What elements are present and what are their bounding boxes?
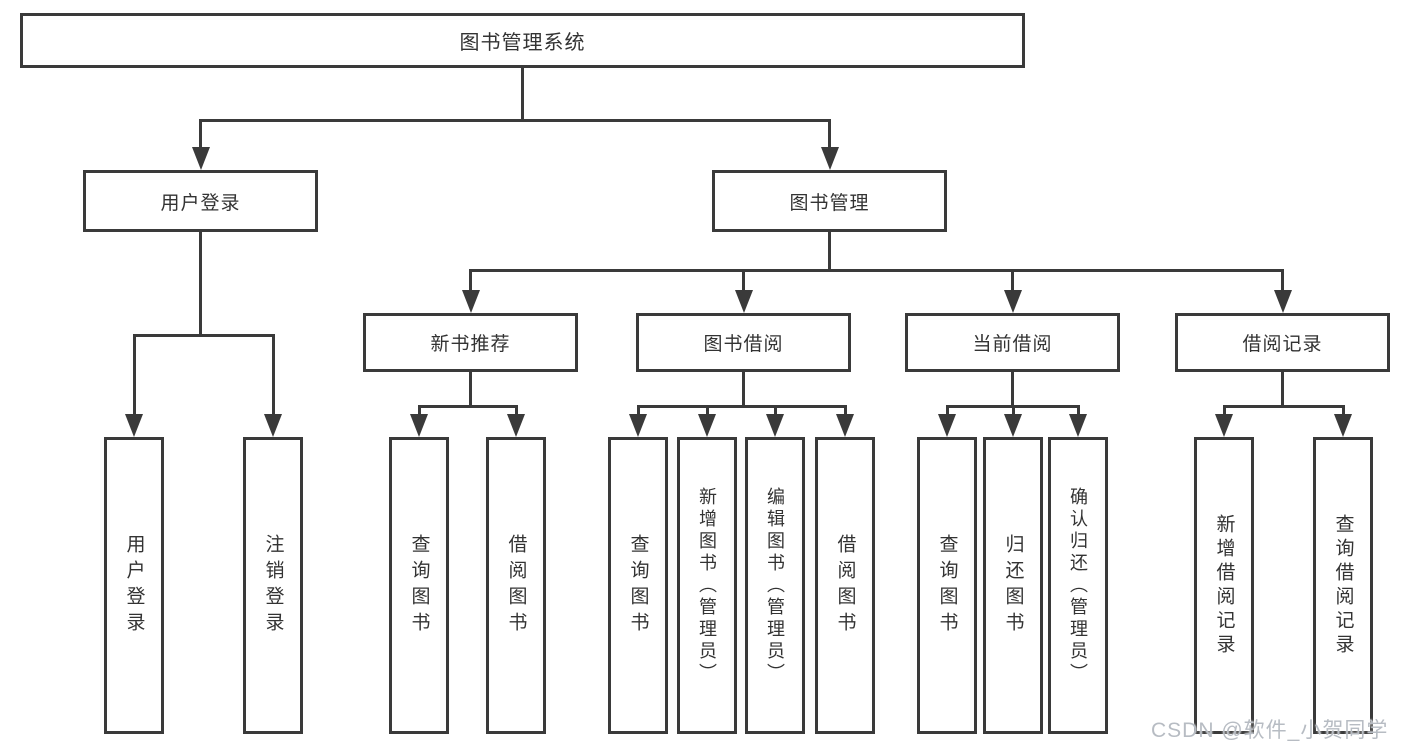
arrow-down-icon bbox=[410, 414, 428, 437]
node-confirm-return-admin: 确认归还（管理员） bbox=[1048, 437, 1108, 734]
node-book-management: 图书管理 bbox=[712, 170, 947, 232]
connector-vline bbox=[742, 269, 745, 292]
connector-vline bbox=[272, 334, 275, 416]
connector-vline bbox=[1077, 405, 1080, 416]
node-borrow-books-recommend: 借阅图书 bbox=[486, 437, 546, 734]
arrow-down-icon bbox=[264, 414, 282, 437]
connector-vline bbox=[199, 232, 202, 337]
node-edit-book-admin: 编辑图书（管理员） bbox=[745, 437, 805, 734]
connector-vline bbox=[742, 372, 745, 408]
connector-hline bbox=[133, 334, 274, 337]
arrow-down-icon bbox=[1334, 414, 1352, 437]
arrow-down-icon bbox=[766, 414, 784, 437]
connector-hline bbox=[637, 405, 846, 408]
connector-vline bbox=[844, 405, 847, 416]
node-borrow-books-leaf: 借阅图书 bbox=[815, 437, 875, 734]
connector-vline bbox=[828, 232, 831, 272]
node-book-borrow: 图书借阅 bbox=[636, 313, 851, 372]
connector-vline bbox=[828, 119, 831, 149]
node-query-books-recommend: 查询图书 bbox=[389, 437, 449, 734]
connector-vline bbox=[469, 372, 472, 408]
arrow-down-icon bbox=[192, 147, 210, 170]
node-query-books-borrow: 查询图书 bbox=[608, 437, 668, 734]
node-query-borrow-record: 查询借阅记录 bbox=[1313, 437, 1373, 734]
connector-vline bbox=[1011, 372, 1014, 408]
arrow-down-icon bbox=[836, 414, 854, 437]
arrow-down-icon bbox=[938, 414, 956, 437]
arrow-down-icon bbox=[1069, 414, 1087, 437]
connector-hline bbox=[418, 405, 517, 408]
connector-vline bbox=[946, 405, 949, 416]
connector-vline bbox=[1223, 405, 1226, 416]
node-borrow-records: 借阅记录 bbox=[1175, 313, 1390, 372]
connector-vline bbox=[521, 68, 524, 122]
connector-vline bbox=[418, 405, 421, 416]
connector-vline bbox=[515, 405, 518, 416]
node-query-books-current: 查询图书 bbox=[917, 437, 977, 734]
node-user-login: 用户登录 bbox=[83, 170, 318, 232]
node-add-book-admin: 新增图书（管理员） bbox=[677, 437, 737, 734]
arrow-down-icon bbox=[1274, 290, 1292, 313]
connector-vline bbox=[1011, 269, 1014, 292]
arrow-down-icon bbox=[698, 414, 716, 437]
node-logout: 注销登录 bbox=[243, 437, 303, 734]
arrow-down-icon bbox=[507, 414, 525, 437]
arrow-down-icon bbox=[125, 414, 143, 437]
connector-vline bbox=[199, 119, 202, 149]
node-return-book: 归还图书 bbox=[983, 437, 1043, 734]
arrow-down-icon bbox=[1004, 290, 1022, 313]
connector-vline bbox=[469, 269, 472, 292]
node-library-system: 图书管理系统 bbox=[20, 13, 1025, 68]
connector-vline bbox=[706, 405, 709, 416]
arrow-down-icon bbox=[735, 290, 753, 313]
connector-vline bbox=[1342, 405, 1345, 416]
arrow-down-icon bbox=[821, 147, 839, 170]
connector-vline bbox=[1281, 269, 1284, 292]
connector-hline bbox=[199, 119, 831, 122]
arrow-down-icon bbox=[1004, 414, 1022, 437]
connector-vline bbox=[1281, 372, 1284, 408]
node-current-borrow: 当前借阅 bbox=[905, 313, 1120, 372]
node-add-borrow-record: 新增借阅记录 bbox=[1194, 437, 1254, 734]
arrow-down-icon bbox=[629, 414, 647, 437]
node-user-login-leaf: 用户登录 bbox=[104, 437, 164, 734]
connector-hline bbox=[469, 269, 1284, 272]
connector-vline bbox=[774, 405, 777, 416]
arrow-down-icon bbox=[1215, 414, 1233, 437]
connector-vline bbox=[1012, 405, 1015, 416]
arrow-down-icon bbox=[462, 290, 480, 313]
connector-vline bbox=[133, 334, 136, 416]
node-new-book-recommend: 新书推荐 bbox=[363, 313, 578, 372]
connector-hline bbox=[1223, 405, 1344, 408]
watermark: CSDN @软件_小贺同学 bbox=[1151, 719, 1389, 742]
connector-vline bbox=[637, 405, 640, 416]
